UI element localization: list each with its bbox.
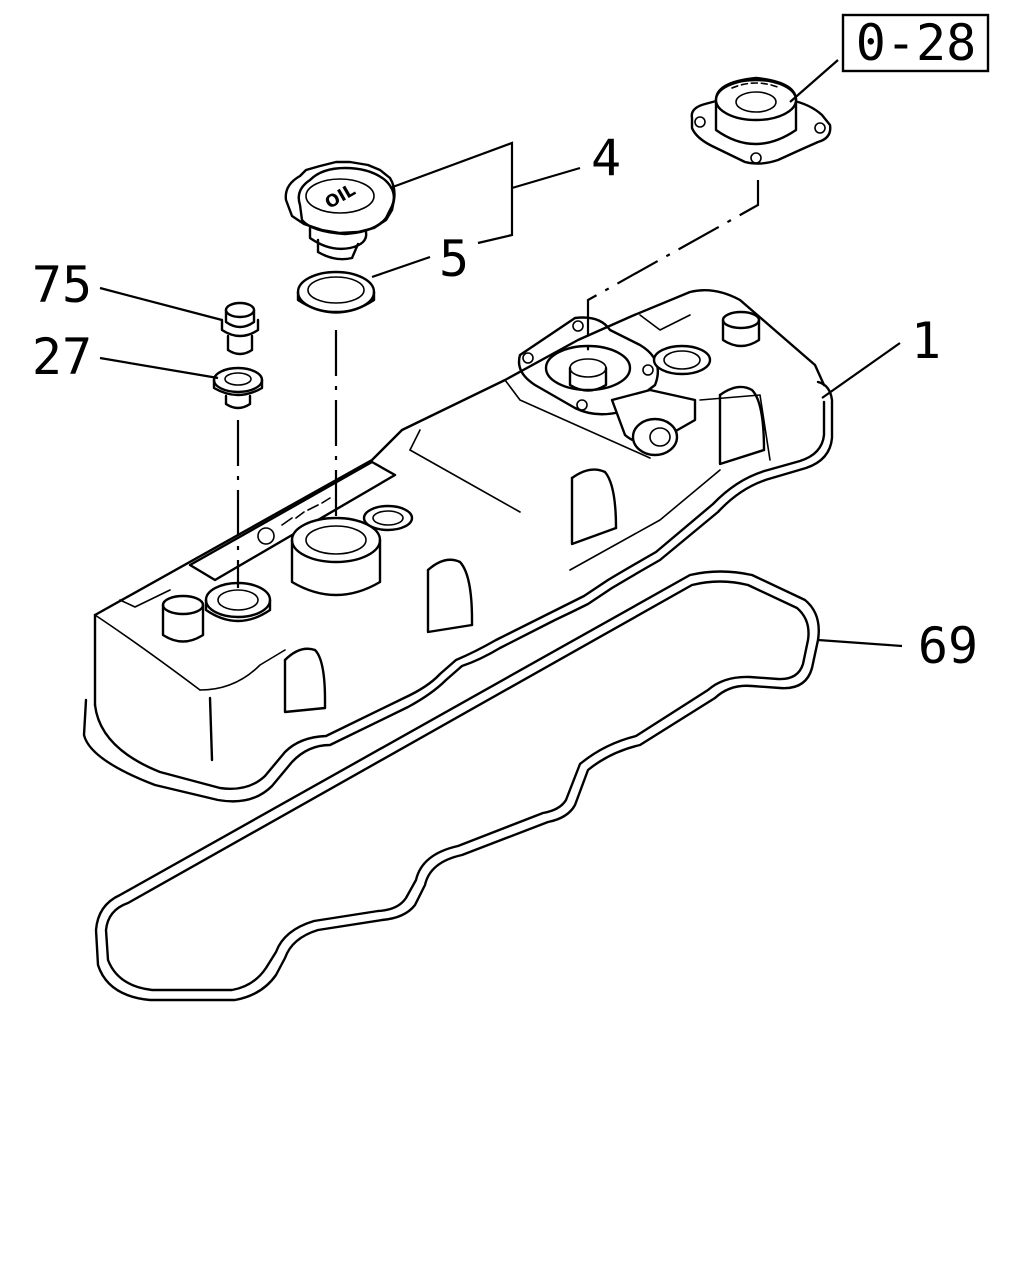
oil-filler-cap-part-4: OIL (284, 160, 396, 261)
callout-75[interactable]: 75 (32, 256, 92, 314)
assembly-lines (236, 180, 760, 588)
callout-27[interactable]: 27 (32, 328, 92, 386)
callout-4[interactable]: 4 (591, 129, 621, 187)
valve-cover-part-1 (82, 289, 834, 803)
pcv-valve-assembly (690, 76, 832, 165)
bolt-part-75 (220, 301, 260, 356)
reference-box[interactable]: 0-28 (841, 13, 990, 73)
leader-lines (99, 59, 903, 648)
gasket-part-69 (94, 570, 820, 1002)
part-number-emboss (257, 497, 331, 545)
callout-69[interactable]: 69 (918, 617, 978, 675)
seal-washer-part-27 (212, 366, 264, 410)
callout-1[interactable]: 1 (911, 312, 941, 370)
callout-5[interactable]: 5 (439, 230, 469, 288)
o-ring-part-5 (296, 270, 376, 314)
reference-box-label: 0-28 (856, 14, 976, 72)
callout-labels: 4 5 75 27 1 69 (32, 129, 978, 675)
